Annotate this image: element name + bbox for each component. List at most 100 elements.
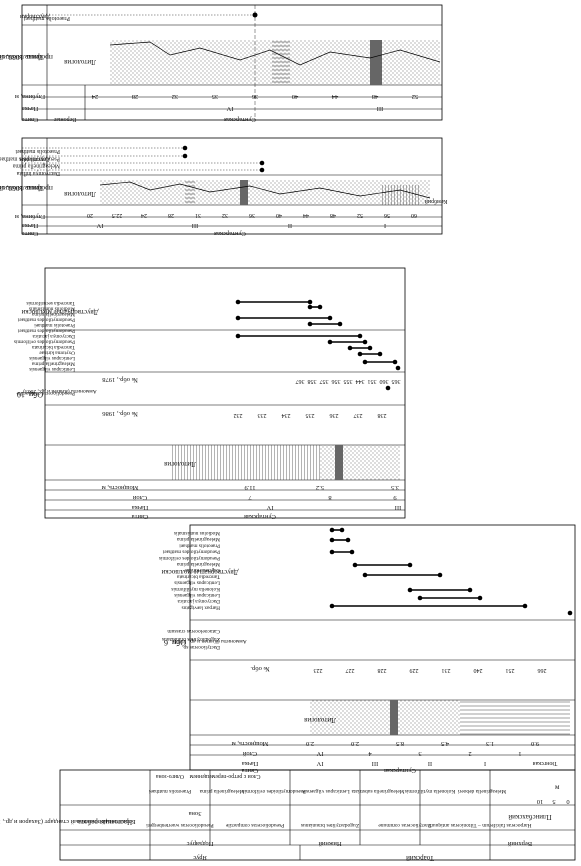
depth-tick: 32	[222, 212, 228, 218]
section-obn10: Обн. 10 Двустворчатые моллюски Литология	[17, 267, 406, 519]
depth-tick: 35	[212, 93, 219, 100]
litho-label: Литология	[63, 190, 95, 198]
depth-tick: 44	[331, 93, 338, 100]
species-label: Praeotolis matthaei	[24, 15, 70, 21]
thick-label: Мощность, м	[232, 740, 269, 747]
pachka-value: II	[428, 760, 432, 767]
sample-label: 233	[258, 412, 267, 418]
bivalve-zone-label: Meleagrinella prima	[199, 788, 244, 794]
depth-tick: 20	[87, 212, 93, 218]
ammonite-label: Catacoeloceras crassum	[167, 628, 220, 634]
thickness-value: 3.5	[391, 484, 399, 491]
thickness-value: 11.9	[244, 484, 255, 491]
depth-tick: 60	[411, 212, 417, 218]
depth-tick: 36	[251, 93, 258, 100]
svita-value: Сунтарская	[244, 513, 276, 520]
obr-label: № обр.	[250, 665, 270, 672]
range-bars	[235, 299, 401, 391]
sample-label: 365	[392, 378, 401, 384]
kemb-label: Кембрий	[424, 198, 447, 205]
species-label: Lenticapus vilgaensis	[29, 366, 75, 372]
section-1080-title1: Тенкелякский участок	[0, 53, 43, 62]
ammonites-label: Аммониты (Князев и др., 2003)	[23, 388, 97, 395]
litho-label: Литология	[63, 58, 95, 66]
sloi-value: 9	[393, 494, 396, 501]
species-label: Meleagrinella prima	[176, 536, 220, 542]
species-label: Pseudomytiloides matthaei	[17, 317, 75, 323]
species-label: Modiolus numismalis	[174, 530, 220, 536]
species-label: Lenticapus vilgaensis	[174, 580, 220, 586]
scale-tick: 0	[566, 798, 569, 805]
svita-value: Сунтарская	[384, 767, 416, 774]
bivalve-zone-label: Praeotolis matthaei	[148, 788, 191, 794]
species-label: Praeotolis matthaei	[34, 322, 75, 328]
section-1060: Тенкелякский участок профиль 1060, скв. …	[0, 137, 443, 235]
depth-tick: 28	[168, 212, 174, 218]
pliens-label: Плинсбахский	[508, 813, 551, 821]
species-label: Meleagrinella prima	[176, 561, 220, 567]
depth-tick: 40	[276, 212, 282, 218]
sample-label: 351	[368, 378, 377, 384]
species-label: Oxytoma kirinae	[39, 350, 75, 356]
retro-label: Слои с ретро-перемещением	[189, 773, 260, 779]
pachka-value: IV	[316, 760, 323, 767]
species-label: Kolonella mytiliformis	[171, 586, 220, 593]
sample-label: 344	[356, 378, 365, 384]
occurrence-dot	[252, 12, 258, 18]
ammonite-label: Zugodactylites braunianus	[162, 636, 220, 642]
pachka-value: IV	[266, 504, 273, 511]
pachka-value: IV	[226, 105, 233, 112]
sample-label: 223	[314, 667, 323, 673]
ammonite-label: Dactylioceras sp.	[182, 644, 220, 650]
pachka-value: II	[288, 222, 292, 229]
occurrence-dot	[259, 167, 265, 173]
species-label: Pseudomytiloides matthaei	[162, 549, 220, 555]
species-label: Tancredia bicarinata	[176, 573, 220, 579]
oligo-label: Олиго-зона	[156, 773, 184, 779]
depth-tick: 40	[292, 93, 299, 100]
thickness-value: 8.5	[396, 740, 404, 747]
species-label: Harpax laevigatus	[182, 604, 220, 610]
ammonite-label: Pseudolioceras compactile	[16, 390, 75, 396]
svita-label: Свита	[22, 230, 39, 237]
sloi-value: 1	[518, 750, 521, 757]
pachka-value: IV	[96, 222, 103, 229]
bivalve-zone-label: Meleagrinella substriata	[351, 788, 405, 794]
svita-value: Сунтарская	[224, 116, 256, 123]
sloi-label: Слой	[242, 750, 257, 757]
thickness-value: 5.2	[316, 484, 324, 491]
bivalve-zone-label: Meleagrinella deboeri	[457, 788, 506, 794]
pachka-value: I	[384, 222, 386, 229]
obr86-label: № обр., 1986	[101, 410, 137, 417]
thickness-value: 2.0	[351, 740, 359, 747]
sample-label: 237	[354, 412, 363, 418]
bivalve-label: Двустворки	[19, 156, 50, 162]
obr78-label: № обр., 1978	[102, 376, 138, 383]
depth-tick: 32	[172, 93, 179, 100]
pachka-label: Пачка	[22, 105, 39, 112]
svita-label: Свита	[242, 767, 259, 774]
present-work-label: Настоящая работа	[77, 818, 132, 826]
species-label: Meleagrinella prima	[31, 311, 75, 317]
section-obn6: Обн. 6 Двустворчатые моллюски Литология …	[161, 524, 576, 791]
species-label: Dacryomya jacutica	[32, 333, 75, 339]
depth-tick: 52	[357, 212, 363, 218]
thickness-value: 1.3	[486, 740, 494, 747]
species-label: Dacryomya inflata	[16, 170, 60, 177]
obn6-title: Обн. 6	[164, 638, 186, 647]
species-label: Pseudomytiloides matthaei	[17, 328, 75, 334]
zone-label: Dactylioceras commune	[378, 822, 432, 828]
svita-value: Вероные	[53, 116, 76, 122]
ammonites-label: Аммониты (Князев и др., 2003)	[173, 638, 247, 645]
standard-table: Настоящая работа Тоарский Плинсбахский	[59, 769, 576, 862]
sample-label: 251	[506, 667, 515, 673]
pachka-value: I	[484, 760, 486, 767]
thickness-value: 9.0	[531, 740, 539, 747]
section-1060-title1: Тенкелякский участок	[0, 184, 43, 193]
substage-label: Верхний	[507, 840, 532, 847]
pachka-label: Пачка	[242, 760, 259, 767]
sample-label: 266	[538, 667, 547, 673]
bivalve-zone-label: Kolonella mytiliformis	[405, 788, 456, 795]
pachka-label: Пачка	[132, 504, 149, 511]
sample-label: 229	[410, 667, 419, 673]
